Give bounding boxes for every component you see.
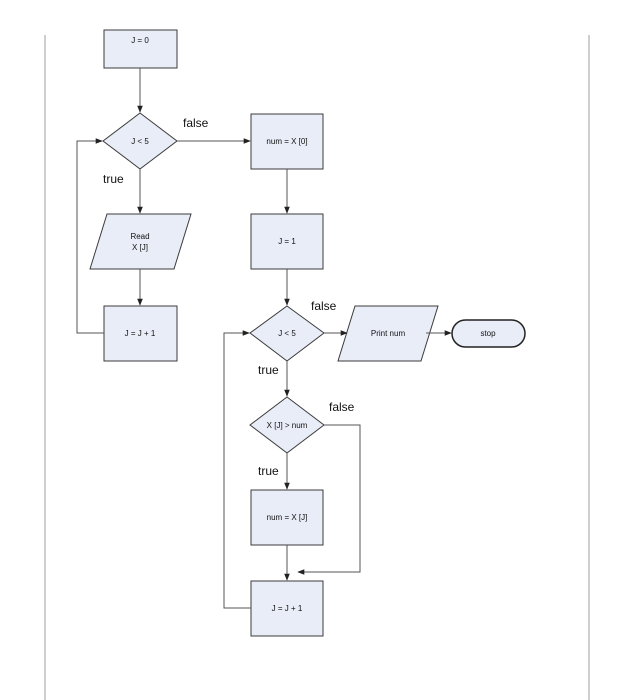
stop-text: stop: [480, 329, 496, 338]
read-input-parallelogram: Read X [J]: [89, 213, 192, 270]
edge-increment-loop-back: [76, 138, 104, 334]
set-j-one-text: J = 1: [278, 237, 296, 246]
max-loop-true-label: true: [258, 363, 279, 377]
assign-max-box: num = X [J]: [250, 489, 324, 546]
read-loop-condition-text: J < 5: [131, 137, 149, 146]
max-increment-box: J = J + 1: [250, 580, 324, 637]
init-j-box: J = 0: [103, 29, 178, 69]
read-label-line1: Read: [130, 232, 149, 241]
assign-num-text: num = X [0]: [266, 137, 307, 146]
stop-terminator: stop: [451, 319, 526, 348]
max-loop-decision: J < 5: [249, 305, 325, 362]
compare-true-label: true: [258, 464, 279, 478]
read-loop-true-label: true: [103, 172, 124, 186]
init-j-text: J = 0: [131, 36, 149, 45]
assign-max-text: num = X [J]: [267, 513, 308, 522]
max-loop-false-label: false: [311, 299, 337, 313]
assign-num-box: num = X [0]: [250, 113, 324, 170]
read-increment-text: J = J + 1: [125, 329, 156, 338]
print-num-text: Print num: [371, 329, 406, 338]
max-increment-text: J = J + 1: [272, 604, 303, 613]
set-j-one-box: J = 1: [250, 213, 324, 270]
compare-condition-text: X [J] > num: [267, 421, 308, 430]
compare-false-label: false: [329, 400, 355, 414]
edge-compare-false-bypass: [297, 424, 361, 575]
print-num-parallelogram: Print num: [337, 305, 439, 362]
read-loop-decision: J < 5: [102, 112, 178, 170]
read-increment-box: J = J + 1: [103, 305, 178, 362]
max-loop-condition-text: J < 5: [278, 329, 296, 338]
edge-max-increment-loop-back: [223, 330, 251, 609]
compare-decision: X [J] > num: [249, 396, 325, 454]
read-loop-false-label: false: [183, 116, 209, 130]
read-label-line2: X [J]: [132, 243, 148, 252]
